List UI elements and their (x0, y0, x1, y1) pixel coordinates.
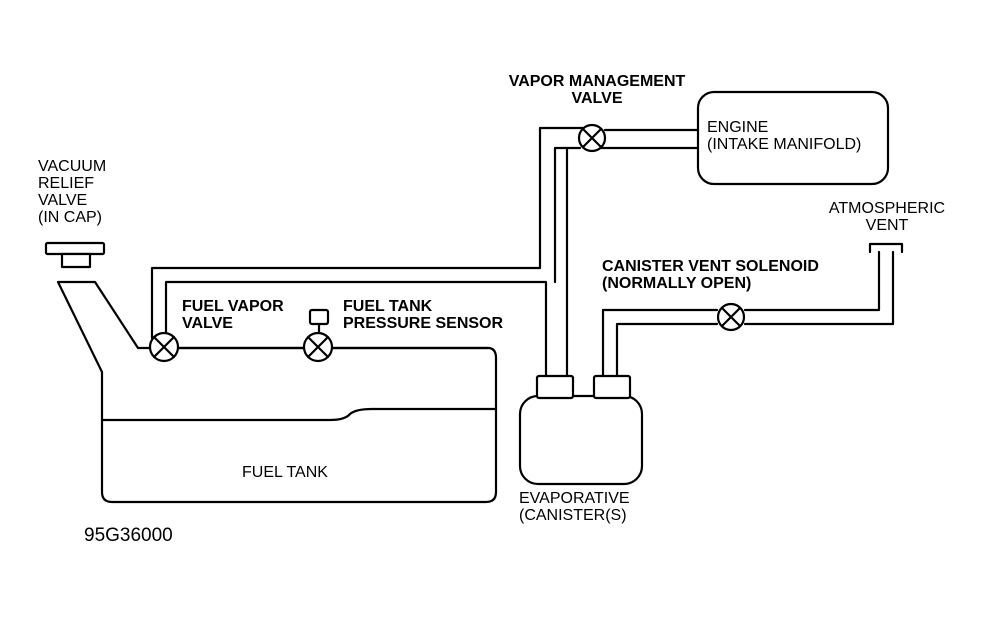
vapor-line-inner (164, 280, 548, 378)
atmospheric-vent-label: ATMOSPHERIC VENT (828, 200, 946, 234)
vent-line-right-bottom (743, 250, 895, 326)
canister-vent-solenoid-label: CANISTER VENT SOLENOID (NORMALLY OPEN) (602, 258, 819, 292)
atmospheric-vent-cap (868, 242, 904, 254)
engine-label: ENGINE (INTAKE MANIFOLD) (707, 119, 862, 153)
vapor-line-inner-2 (553, 146, 582, 284)
fuel-vapor-valve-label: FUEL VAPOR VALVE (182, 298, 284, 332)
vacuum-relief-valve-label: VACUUM RELIEF VALVE (IN CAP) (38, 158, 107, 226)
filler-cap-stem (60, 252, 92, 269)
canister-port-left (535, 374, 575, 400)
canister-port-right (592, 374, 632, 400)
vent-line-right-top (743, 250, 881, 312)
filler-cap (44, 241, 106, 256)
fuel-level-line (100, 407, 498, 422)
canister-vent-solenoid (716, 302, 746, 332)
fuel-tank-label: FUEL TANK (242, 464, 328, 481)
fuel-tank-pressure-sensor-label: FUEL TANK PRESSURE SENSOR (343, 298, 504, 332)
fuel-vapor-valve (148, 331, 180, 363)
evaporative-canister-label: EVAPORATIVE (CANISTER(S) (519, 490, 630, 524)
vent-line-outer (601, 308, 719, 378)
vent-line-inner (615, 322, 719, 378)
canister-body (518, 394, 644, 486)
fuel-tank-outline (56, 280, 498, 504)
fuel-tank-pressure-sensor (302, 308, 334, 363)
vapor-management-valve-label: VAPOR MANAGEMENT VALVE (508, 73, 686, 107)
vapor-management-valve (577, 123, 607, 153)
vapor-line-outer (150, 126, 587, 340)
engine-box (696, 90, 890, 186)
figure-id: 95G36000 (84, 525, 173, 546)
